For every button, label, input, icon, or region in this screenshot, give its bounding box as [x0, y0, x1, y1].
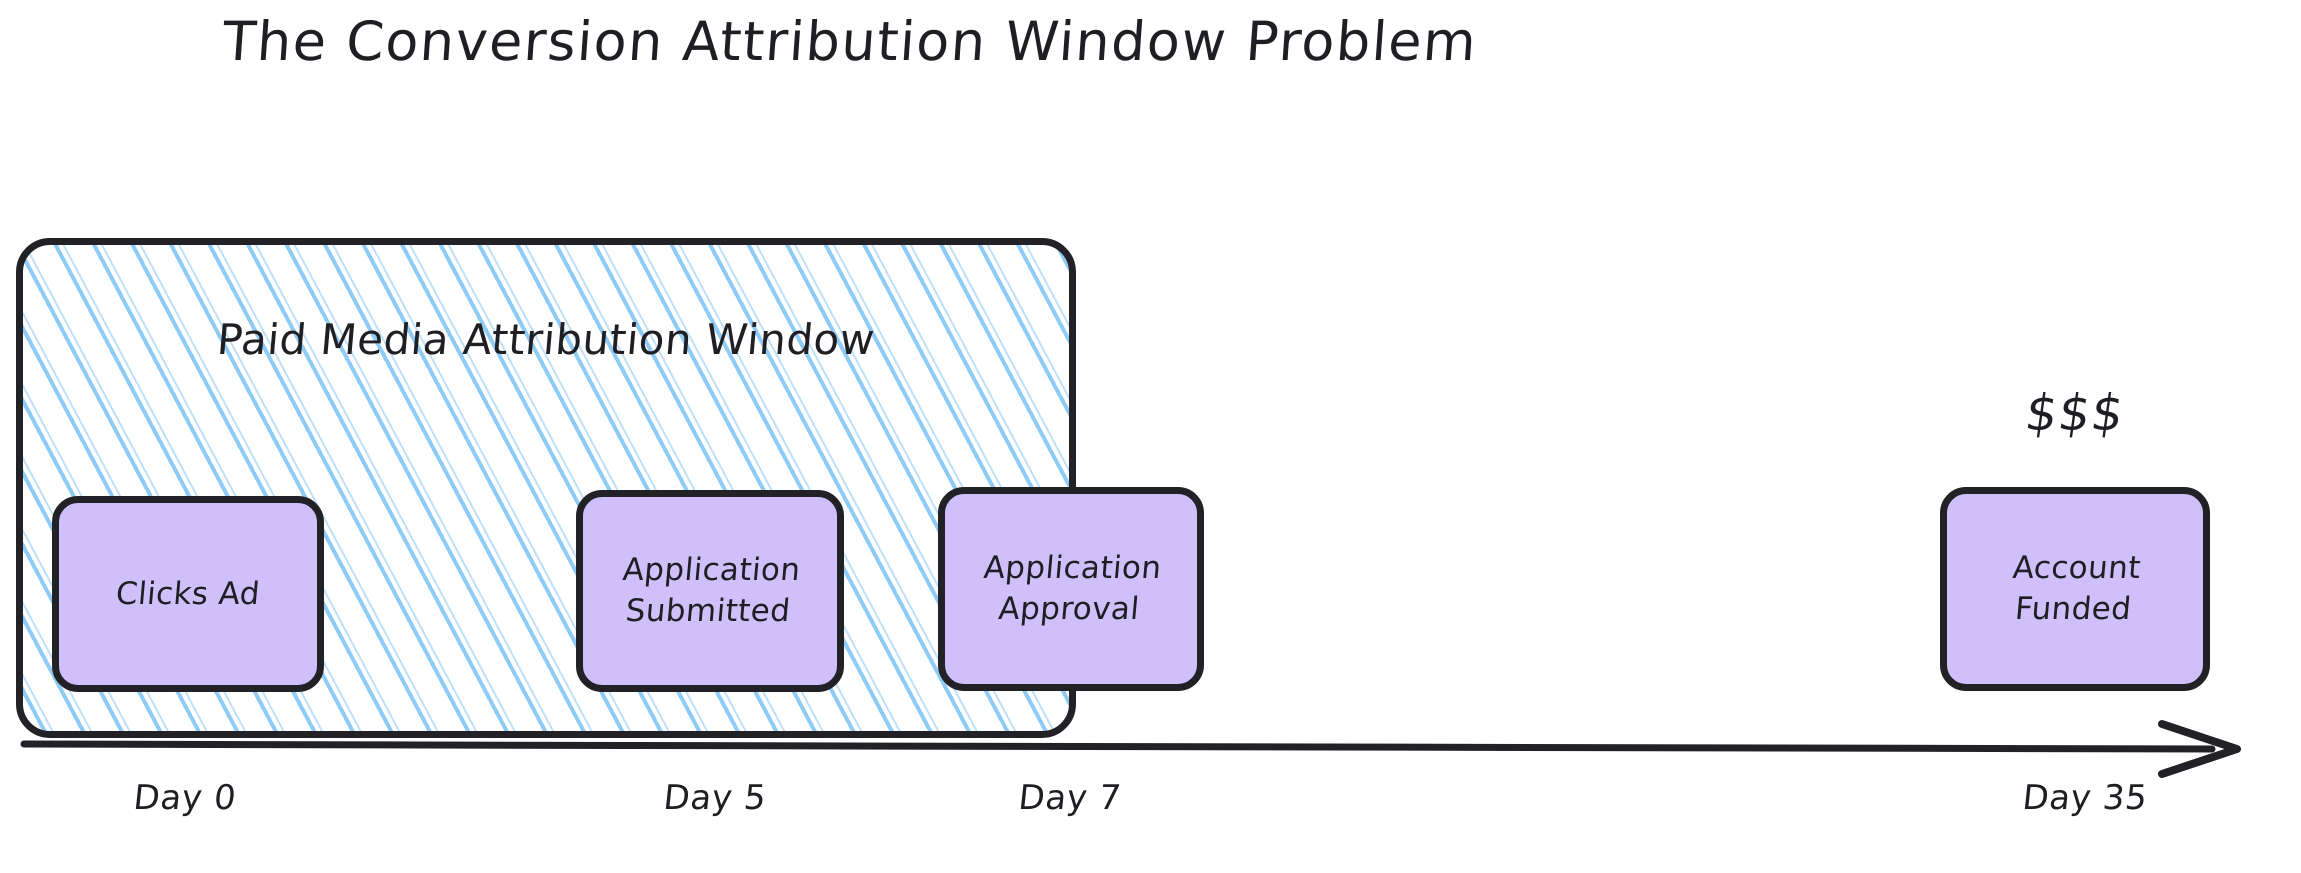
timeline-tick-day-35: Day 35 — [2020, 778, 2150, 818]
money-annotation: $$$ — [2021, 384, 2129, 442]
timeline-axis — [20, 720, 2241, 778]
node-clicks-ad-label: Clicks Ad — [114, 575, 262, 612]
attribution-window-label: Paid Media Attribution Window — [215, 315, 877, 364]
timeline-tick-day-5: Day 5 — [661, 778, 769, 818]
node-clicks-ad[interactable]: Clicks Ad — [52, 496, 324, 692]
timeline-arrowhead-icon — [2158, 720, 2241, 778]
page-title: The Conversion Attribution Window Proble… — [220, 10, 1480, 73]
timeline-tick-day-7: Day 7 — [1016, 778, 1124, 818]
timeline-tick-day-0: Day 0 — [131, 778, 239, 818]
timeline-axis-line — [20, 740, 2216, 753]
